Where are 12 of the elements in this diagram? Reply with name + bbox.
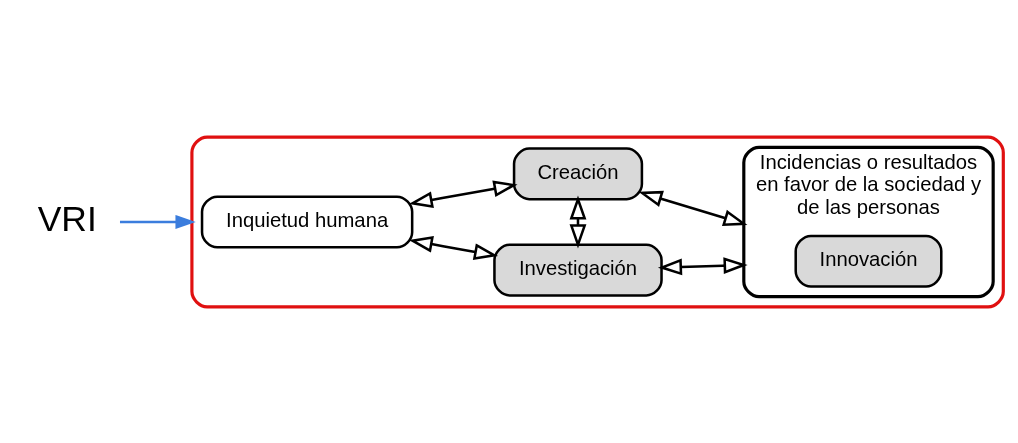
node-box: Creación: [512, 146, 644, 200]
arrow: [408, 179, 518, 208]
node-text: VRI: [37, 198, 97, 239]
cluster: [190, 135, 1005, 308]
node-box: Inquietud humana: [200, 194, 414, 249]
arrow: [657, 256, 748, 275]
node-box: Innovación: [794, 234, 943, 288]
arrow: [408, 235, 499, 260]
arrow: [569, 194, 587, 248]
node-box: Investigación: [493, 243, 663, 297]
arrow: [638, 190, 748, 226]
arrow: [120, 214, 196, 229]
